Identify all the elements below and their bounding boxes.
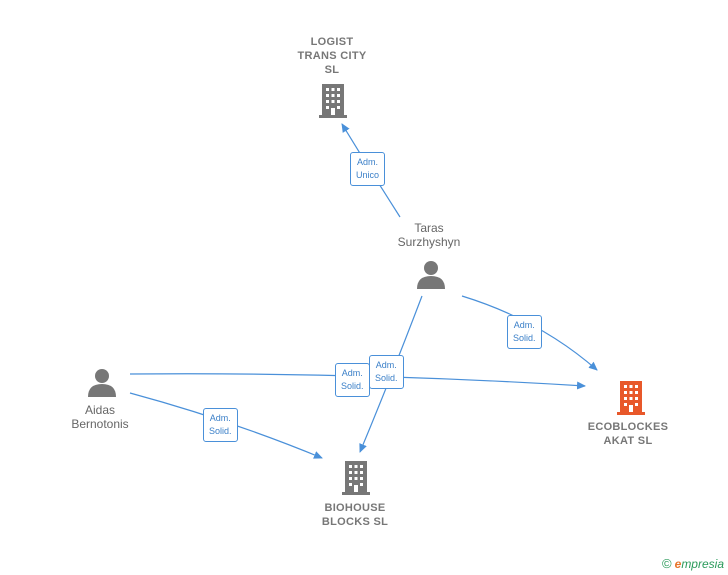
node-label-biohouse[interactable]: BIOHOUSE BLOCKS SL — [322, 501, 388, 529]
person-icon — [417, 261, 445, 289]
edge-label-line: Solid. — [341, 381, 364, 391]
brand-logo[interactable]: ©empresia — [662, 556, 724, 571]
edge-label-line: Adm. — [209, 413, 231, 423]
edge-label-line: Solid. — [375, 373, 398, 383]
brand-name: mpresia — [681, 557, 724, 571]
building-icon — [342, 461, 370, 495]
label-line: LOGIST — [310, 36, 354, 48]
node-label-aidas[interactable]: Aidas Bernotonis — [71, 403, 128, 431]
node-label-ecoblockes[interactable]: ECOBLOCKES AKAT SL — [588, 420, 669, 448]
label-line: BLOCKS SL — [321, 516, 389, 528]
edge-label-line: Solid. — [209, 426, 232, 436]
label-line: TRANS CITY — [297, 50, 367, 62]
edge-label-line: Adm. — [357, 157, 379, 167]
node-label-logist[interactable]: LOGIST TRANS CITY SL — [298, 35, 367, 77]
edge-label-taras-ecoblockes[interactable]: Adm. Solid. — [507, 315, 542, 349]
edge-label-line: Adm. — [513, 320, 535, 330]
building-icon-main — [617, 381, 645, 415]
person-icon — [88, 369, 116, 397]
edge-label-line: Adm. — [375, 360, 397, 370]
label-line: Surzhyshyn — [397, 235, 461, 249]
label-line: AKAT SL — [603, 435, 653, 447]
edge-label-taras-logist[interactable]: Adm. Unico — [350, 152, 386, 186]
building-icon — [319, 84, 347, 118]
edge-label-aidas-ecoblockes[interactable]: Adm. Solid. — [335, 363, 370, 397]
label-line: SL — [324, 64, 340, 76]
edge-label-line: Solid. — [513, 333, 536, 343]
edge-label-line: Adm. — [341, 368, 363, 378]
edge-label-taras-biohouse[interactable]: Adm. Solid. — [369, 355, 404, 389]
label-line: Taras — [414, 221, 444, 235]
label-line: BIOHOUSE — [324, 502, 386, 514]
brand-first-letter: e — [674, 557, 682, 571]
label-line: Aidas — [84, 403, 116, 417]
edge-label-aidas-biohouse[interactable]: Adm. Solid. — [203, 408, 238, 442]
node-label-taras[interactable]: Taras Surzhyshyn — [398, 221, 461, 249]
label-line: Bernotonis — [71, 417, 129, 431]
copyright-icon: © — [662, 556, 672, 571]
label-line: ECOBLOCKES — [587, 421, 669, 433]
edge-label-line: Unico — [356, 170, 380, 180]
